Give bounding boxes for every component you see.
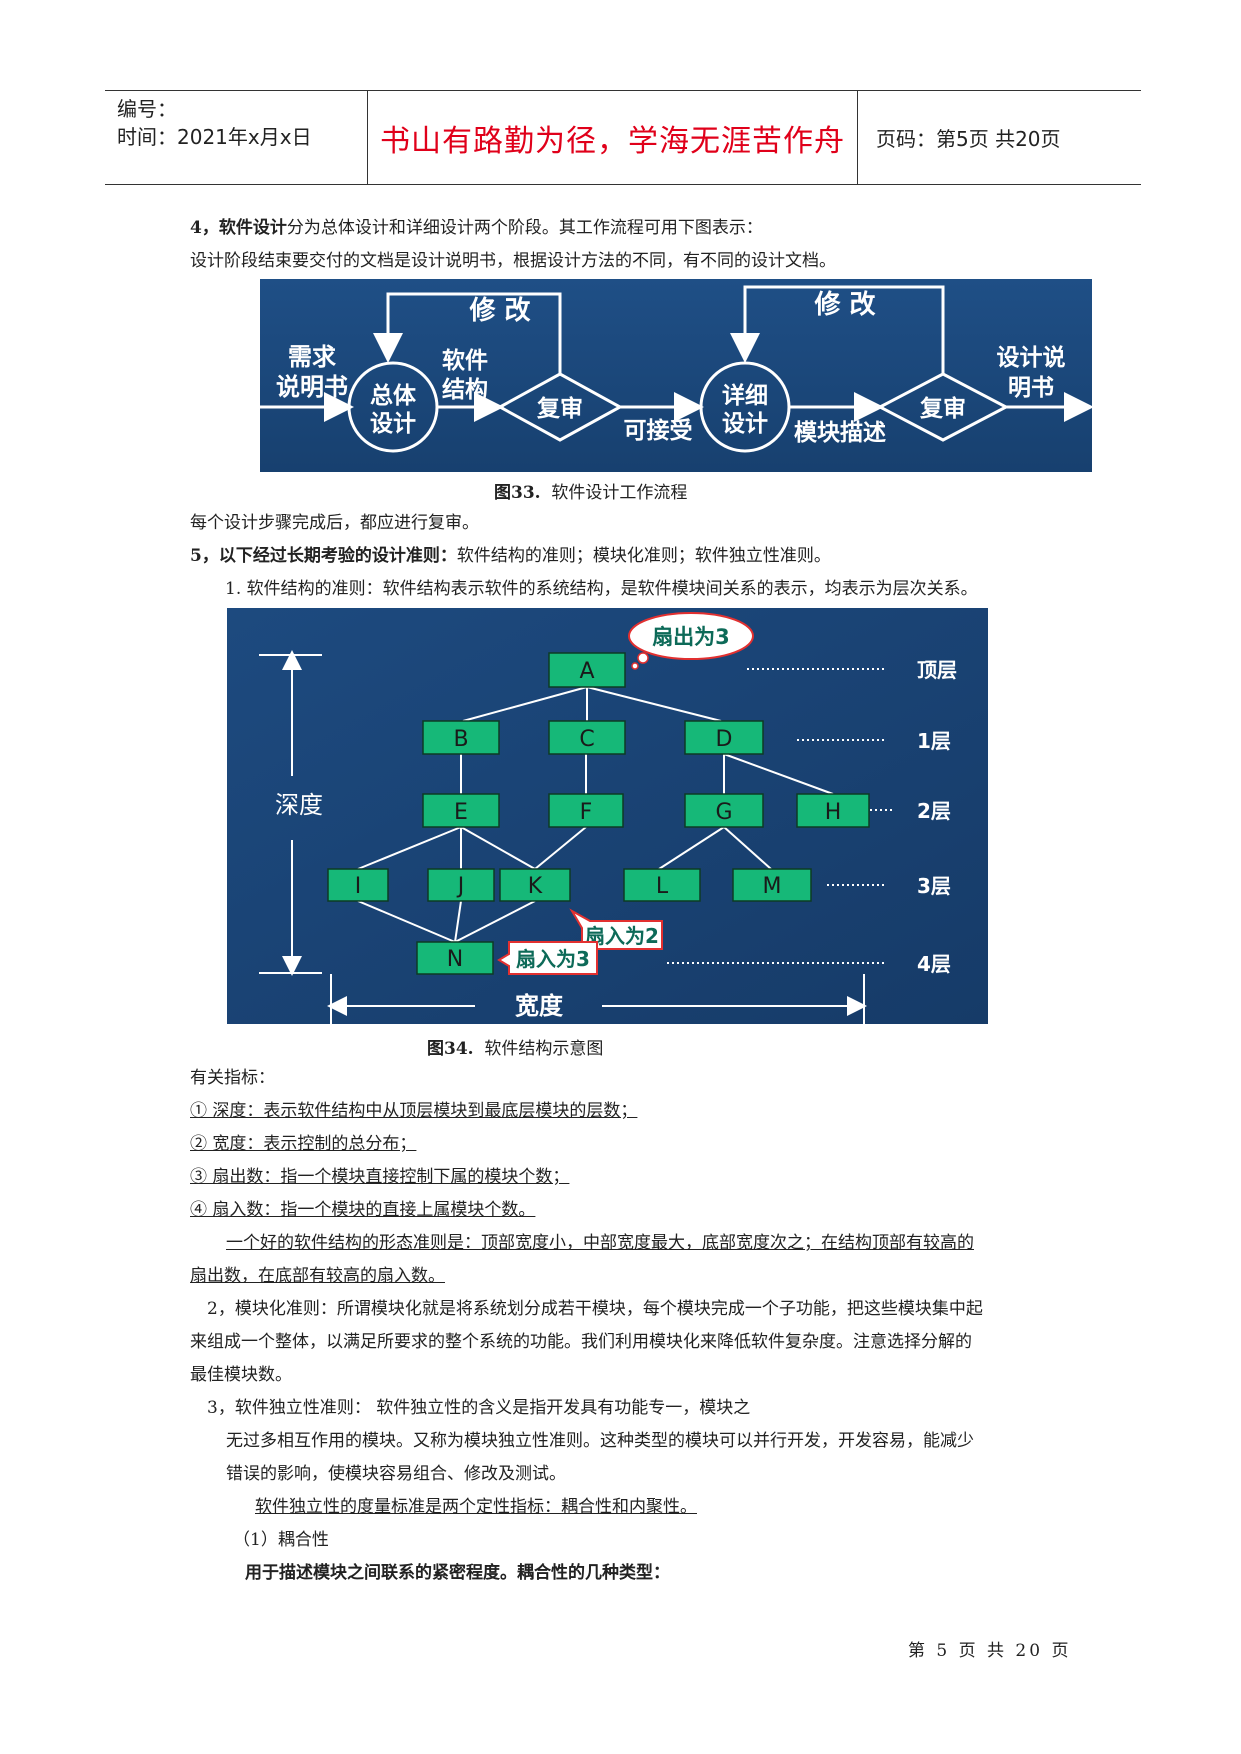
- req-line1: 需求: [288, 343, 336, 371]
- structure-rule-line1: 一个好的软件结构的形态准则是：顶部宽度小，中部宽度最大，底部宽度次之；在结构顶部…: [226, 1233, 974, 1253]
- fig34-caption-text: 软件结构示意图: [484, 1039, 604, 1059]
- module-box-a: [548, 652, 626, 688]
- paragraph-design-docs: 设计阶段结束要交付的文档是设计说明书，根据设计方法的不同，有不同的设计文档。: [190, 251, 836, 271]
- module-h: H: [825, 800, 842, 825]
- level-4: 4层: [917, 952, 951, 976]
- overall-line1: 总体: [370, 382, 417, 409]
- module-a: A: [579, 659, 594, 684]
- review2-label: 复审: [919, 395, 966, 422]
- fan-in-3-callout: 扇入为3: [497, 941, 598, 975]
- fig34-caption: 图34. 软件结构示意图: [427, 1034, 603, 1059]
- module-f: F: [580, 800, 593, 825]
- module-n: N: [447, 947, 463, 972]
- page-info: 页码：第5页 共20页: [876, 127, 1061, 151]
- module-m: M: [763, 874, 782, 899]
- module-box-e: [422, 793, 500, 828]
- module-box-g: [684, 793, 764, 828]
- fan-out-callout: 扇出为3: [628, 612, 754, 670]
- paragraph-review: 每个设计步骤完成后，都应进行复审。: [190, 513, 479, 533]
- header-motto-cell: 书山有路勤为径，学海无涯苦作舟: [368, 91, 858, 184]
- metric-fan-in: ④ 扇入数：指一个模块的直接上属模块个数。: [190, 1200, 536, 1220]
- level-top: 顶层: [917, 658, 957, 682]
- header-right-cell: 页码：第5页 共20页: [858, 91, 1141, 184]
- metrics-title: 有关指标：: [190, 1068, 275, 1088]
- coupling-title: （1）耦合性: [233, 1530, 329, 1550]
- module-l: L: [656, 874, 669, 899]
- modify1-label: 修 改: [468, 295, 530, 326]
- coupling-description: 用于描述模块之间联系的紧密程度。耦合性的几种类型：: [245, 1563, 670, 1583]
- doc-line1: 设计说: [997, 344, 1066, 371]
- review1-label: 复审: [536, 395, 583, 422]
- para1-rest: 分为总体设计和详细设计两个阶段。其工作流程可用下图表示：: [286, 218, 763, 238]
- module-e: E: [454, 800, 468, 825]
- level-2: 2层: [917, 799, 951, 823]
- independence-line1: 3，软件独立性准则： 软件独立性的含义是指开发具有功能专一，模块之: [207, 1398, 751, 1418]
- independence-line2: 无过多相互作用的模块。又称为模块独立性准则。这种类型的模块可以并行开发，开发容易…: [226, 1431, 974, 1451]
- depth-label: 深度: [275, 791, 323, 819]
- figure-33-flowchart: 修 改 修 改 需求 说明书 总体 设计 软件 结构 复审 可接受 详细 设计 …: [260, 279, 1092, 472]
- fan-in-3-label: 扇入为3: [516, 947, 590, 971]
- doc-line2: 明书: [1008, 375, 1054, 401]
- module-box-n: [416, 941, 494, 975]
- module-box-i: [327, 868, 389, 902]
- structure-rule-line2: 扇出数，在底部有较高的扇入数。: [190, 1266, 445, 1286]
- struct-line2: 结构: [442, 376, 488, 403]
- req-line2: 说明书: [276, 373, 348, 401]
- width-label: 宽度: [515, 992, 564, 1020]
- modular-line2: 来组成一个整体，以满足所要求的整个系统的功能。我们利用模块化来降低软件复杂度。注…: [190, 1332, 972, 1352]
- module-box-f: [548, 793, 624, 828]
- fig34-caption-num: 图34.: [427, 1039, 474, 1059]
- modular-line1: 2，模块化准则：所谓模块化就是将系统划分成若干模块，每个模块完成一个子功能，把这…: [207, 1299, 983, 1319]
- metric-depth: ① 深度：表示软件结构中从顶层模块到最底层模块的层数；: [190, 1101, 638, 1121]
- fig33-caption: 图33. 软件设计工作流程: [494, 478, 687, 503]
- number-label: 编号：: [117, 97, 177, 121]
- struct-line1: 软件: [442, 347, 488, 374]
- module-d: D: [716, 727, 733, 752]
- module-k: K: [528, 874, 543, 899]
- level-3: 3层: [917, 874, 951, 898]
- module-box-c: [548, 720, 626, 755]
- level-1: 1层: [917, 729, 951, 753]
- fig33-caption-num: 图33.: [494, 483, 541, 503]
- fan-out-label: 扇出为3: [652, 625, 730, 649]
- detail-line2: 设计: [722, 411, 768, 437]
- module-box-k: [499, 868, 571, 902]
- time-label: 时间：2021年x月x日: [117, 125, 312, 149]
- paragraph-software-design: 4，软件设计分为总体设计和详细设计两个阶段。其工作流程可用下图表示：: [190, 217, 763, 239]
- module-box-j: [427, 868, 495, 902]
- module-g: G: [715, 800, 732, 825]
- overall-line2: 设计: [370, 411, 416, 437]
- module-desc-label: 模块描述: [794, 420, 886, 446]
- module-box-h: [796, 793, 870, 828]
- metric-width: ② 宽度：表示控制的总分布；: [190, 1134, 417, 1154]
- page-header: 编号： 时间：2021年x月x日 书山有路勤为径，学海无涯苦作舟 页码：第5页 …: [105, 90, 1141, 185]
- para4-rest: 软件结构的准则；模块化准则；软件独立性准则。: [456, 546, 831, 566]
- header-left-cell: 编号： 时间：2021年x月x日: [105, 91, 368, 184]
- module-i: I: [355, 874, 362, 899]
- module-j: J: [456, 874, 465, 899]
- paragraph-structure-principle: 1. 软件结构的准则：软件结构表示软件的系统结构，是软件模块间关系的表示，均表示…: [225, 579, 978, 599]
- figure-34-structure: A B C D E F G H I J K L M N 顶层 1层 2层 3层 …: [227, 608, 988, 1024]
- modify2-label: 修 改: [813, 289, 875, 320]
- fig33-caption-text: 软件设计工作流程: [551, 483, 688, 503]
- para4-lead: 5，以下经过长期考验的设计准则：: [190, 546, 457, 566]
- module-box-b: [422, 720, 500, 755]
- para1-lead: 4，软件设计: [190, 218, 287, 238]
- metric-fan-out: ③ 扇出数：指一个模块直接控制下属的模块个数；: [190, 1167, 570, 1187]
- modular-line3: 最佳模块数。: [190, 1365, 292, 1385]
- module-c: C: [579, 727, 594, 752]
- detail-line1: 详细: [722, 382, 768, 409]
- independence-line3: 错误的影响，使模块容易组合、修改及测试。: [226, 1464, 566, 1484]
- paragraph-principles: 5，以下经过长期考验的设计准则：软件结构的准则；模块化准则；软件独立性准则。: [190, 545, 831, 567]
- motto: 书山有路勤为径，学海无涯苦作舟: [380, 123, 845, 159]
- independence-line4: 软件独立性的度量标准是两个定性指标：耦合性和内聚性。: [255, 1497, 697, 1517]
- fig33-background: [260, 279, 1092, 472]
- page-footer: 第 5 页 共 20 页: [908, 1641, 1072, 1661]
- module-box-d: [684, 720, 764, 755]
- module-b: B: [453, 727, 468, 752]
- accept-label: 可接受: [624, 417, 693, 444]
- module-box-m: [732, 868, 812, 902]
- module-box-l: [623, 868, 701, 902]
